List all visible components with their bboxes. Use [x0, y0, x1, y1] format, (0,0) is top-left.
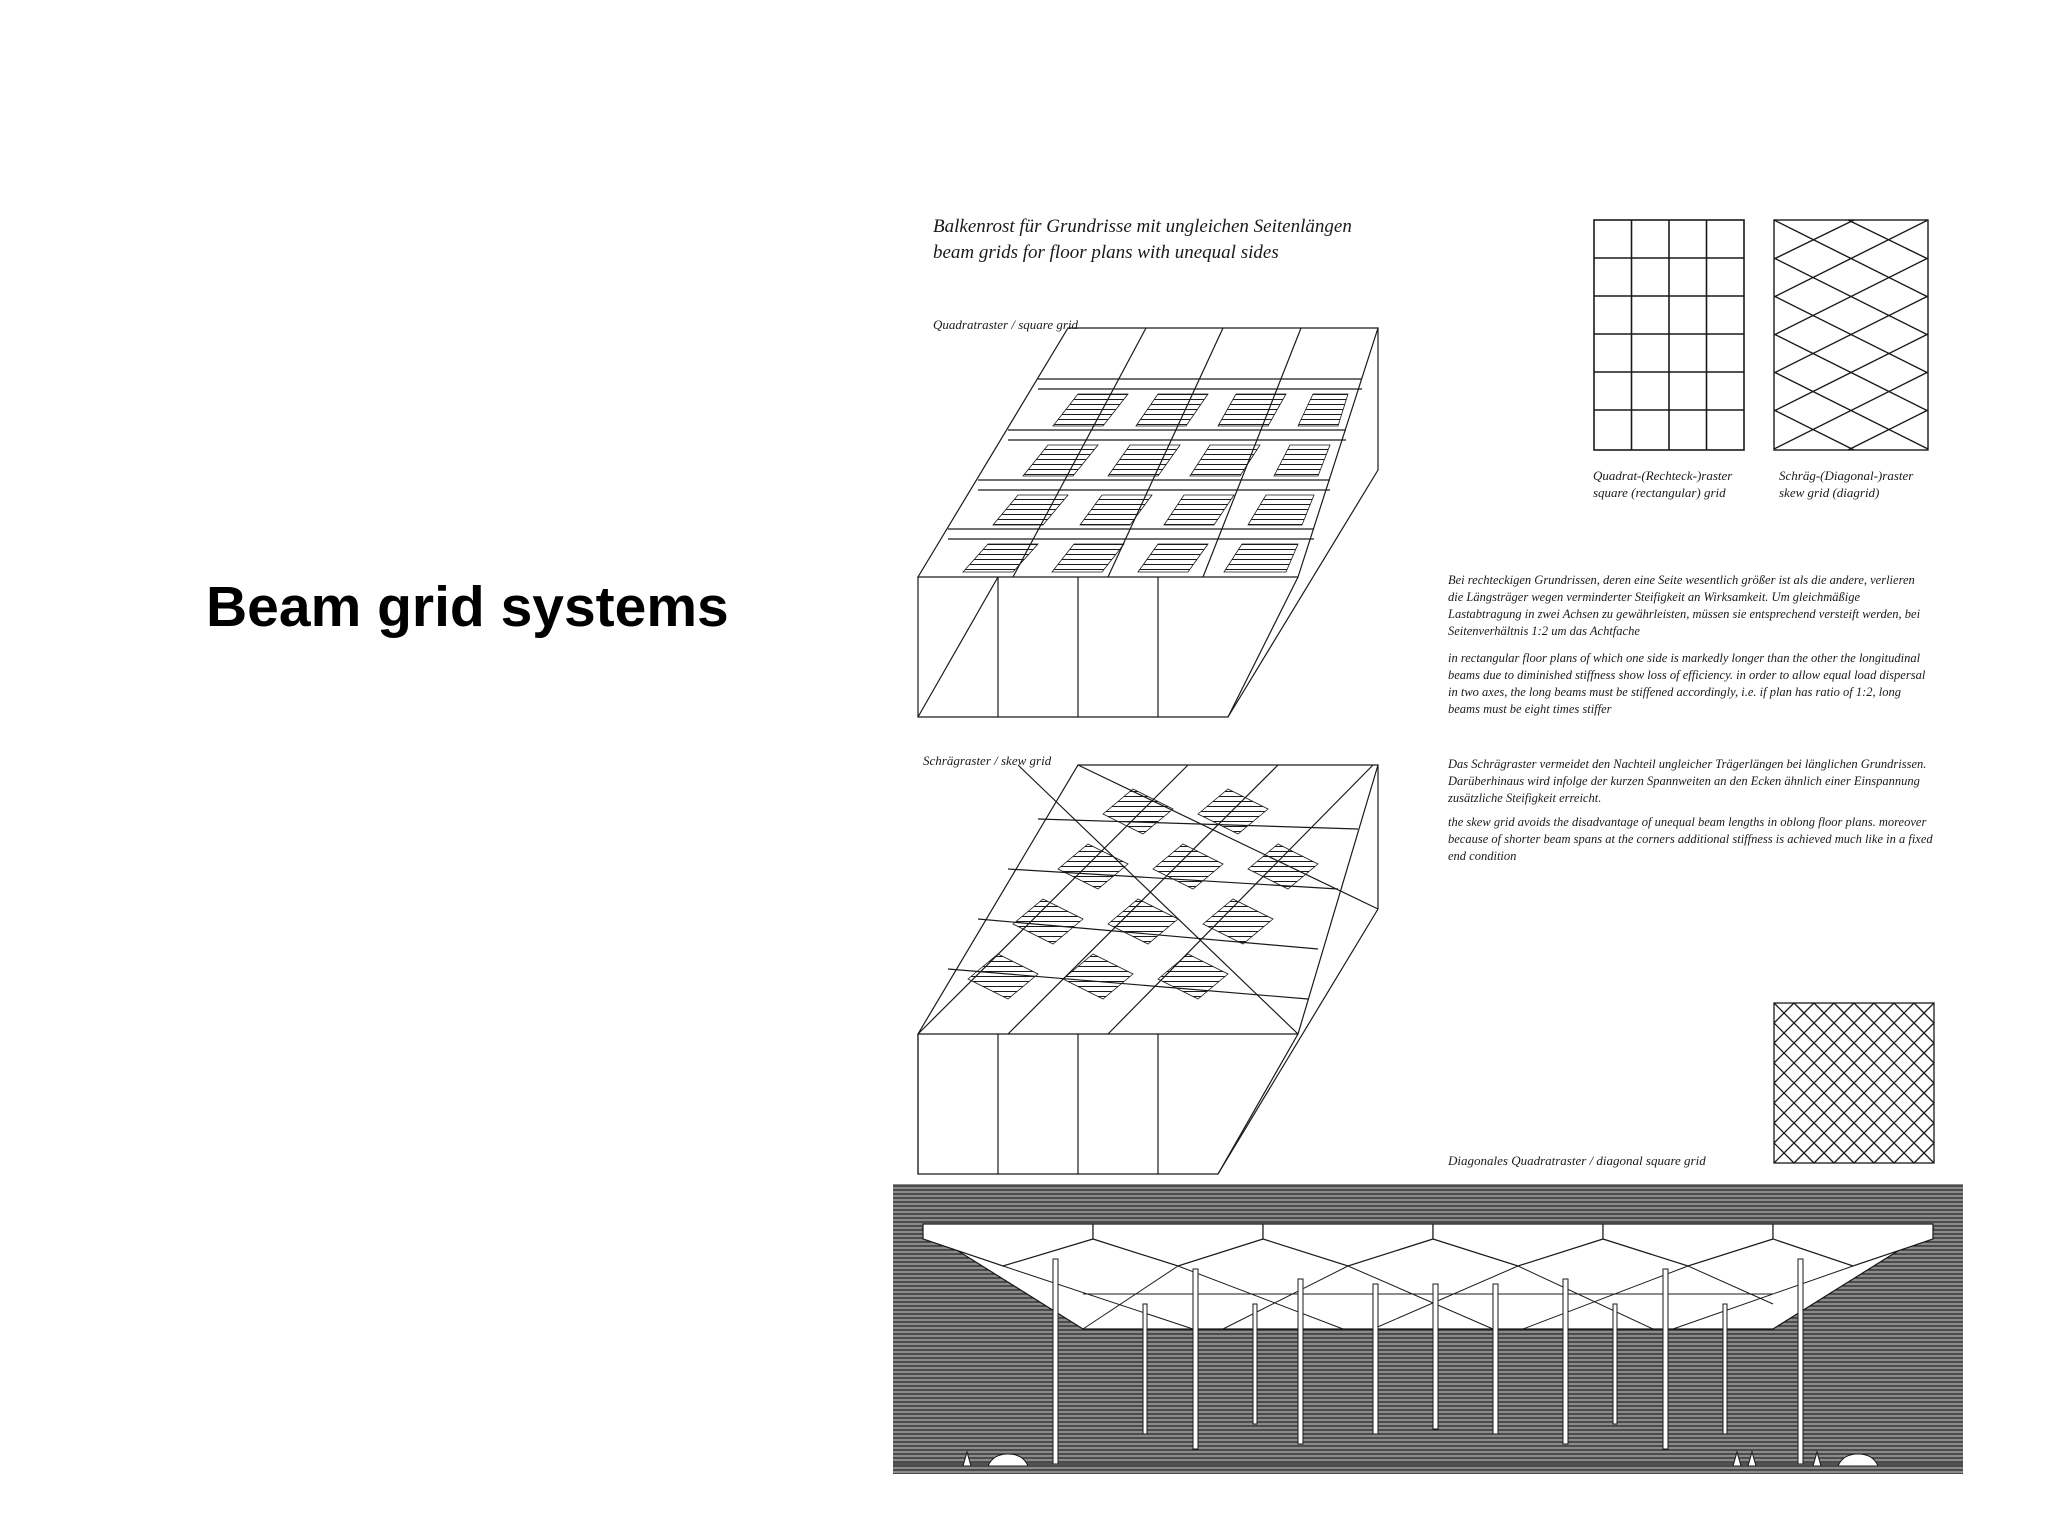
skew-grid-label: Schrägraster / skew grid — [923, 753, 1052, 768]
square-grid-label: Quadratraster / square grid — [933, 317, 1079, 332]
diagrid-caption-de: Schräg-(Diagonal-)raster — [1779, 468, 1914, 483]
diagrid-caption-en: skew grid (diagrid) — [1779, 485, 1880, 500]
rectangular-plan-text-english: in rectangular floor plans of which one … — [1448, 651, 1926, 716]
hall-perspective-drawing — [893, 1184, 1963, 1474]
rectangular-plan-text-german: Bei rechteckigen Grundrissen, deren eine… — [1448, 573, 1921, 638]
rectangular-grid-caption-en: square (rectangular) grid — [1593, 485, 1726, 500]
scanned-plate: Balkenrost für Grundrisse mit ungleichen… — [893, 184, 1963, 1484]
square-grid-isometric-drawing — [918, 322, 1398, 722]
rectangular-grid-plan — [1593, 219, 1745, 451]
rectangular-grid-caption-de: Quadrat-(Rechteck-)raster — [1593, 468, 1733, 483]
skew-grid-text-english: the skew grid avoids the disadvantage of… — [1448, 815, 1933, 863]
plate-heading-english: beam grids for floor plans with unequal … — [933, 242, 1279, 263]
diagonal-square-grid-plan — [1773, 1002, 1935, 1164]
diagonal-square-grid-caption: Diagonales Quadratraster / diagonal squa… — [1448, 1153, 1706, 1168]
skew-diagrid-plan — [1773, 219, 1929, 451]
slide-title: Beam grid systems — [206, 575, 729, 639]
plate-heading-german: Balkenrost für Grundrisse mit ungleichen… — [933, 216, 1352, 237]
skew-grid-text-german: Das Schrägraster vermeidet den Nachteil … — [1448, 757, 1927, 805]
skew-grid-isometric-drawing — [918, 759, 1388, 1179]
